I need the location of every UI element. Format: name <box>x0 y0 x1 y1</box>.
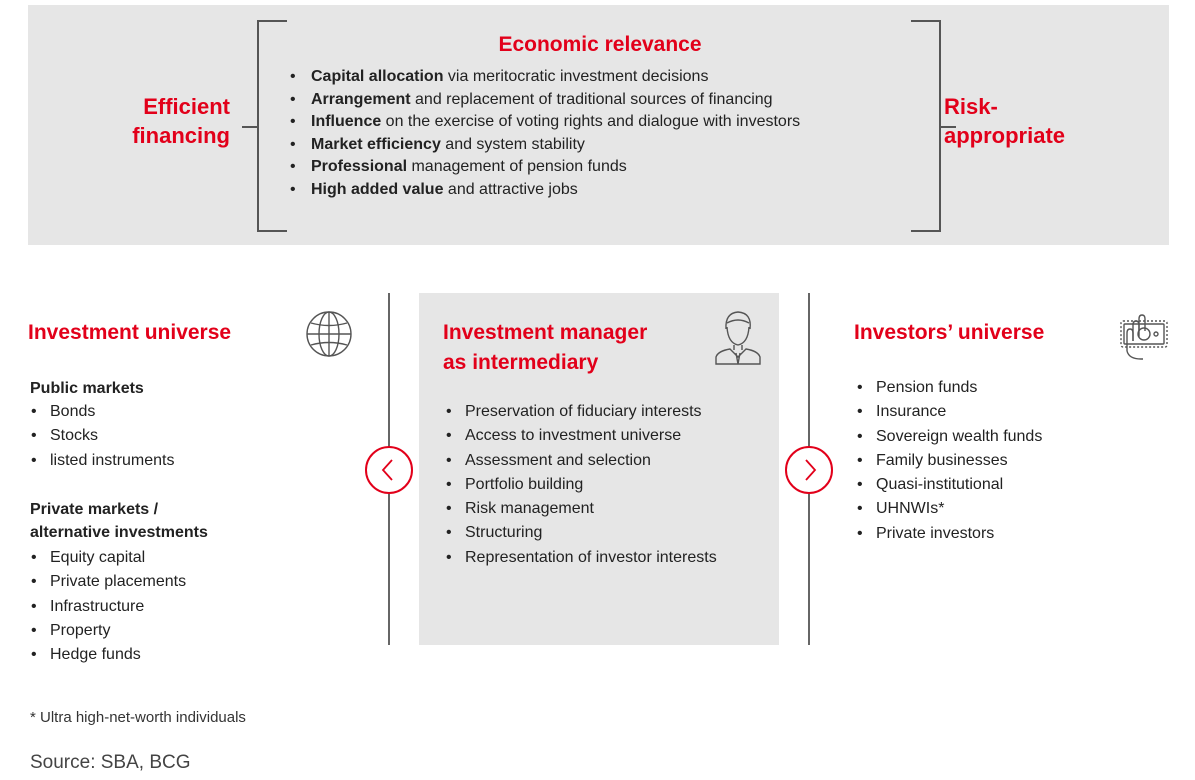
globe-icon <box>304 309 354 359</box>
right-bracket <box>911 20 941 232</box>
private-markets-heading-line-1: Private markets / <box>30 501 159 518</box>
list-item: Family businesses <box>854 449 1042 473</box>
list-item: Arrangement and replacement of tradition… <box>288 89 908 112</box>
list-item: Pension funds <box>854 376 1042 400</box>
list-item: Market efficiency and system stability <box>288 134 908 157</box>
list-item: Influence on the exercise of voting righ… <box>288 111 908 134</box>
list-item: Private investors <box>854 522 1042 546</box>
investment-manager-title-line-2: as intermediary <box>443 351 599 374</box>
investment-universe-title: Investment universe <box>28 321 232 344</box>
hand-money-icon <box>1117 311 1171 361</box>
economic-relevance-list: Capital allocation via meritocratic inve… <box>288 66 908 201</box>
list-item: listed instruments <box>28 449 175 473</box>
list-item: Hedge funds <box>28 643 186 667</box>
private-markets-heading-line-2: alternative investments <box>30 524 208 541</box>
list-item: Professional management of pension funds <box>288 156 908 179</box>
list-item: Access to investment universe <box>443 424 717 448</box>
efficient-financing-line-2: financing <box>132 123 230 148</box>
chevron-left-icon <box>365 446 413 494</box>
list-item: Private placements <box>28 570 186 594</box>
list-item: Preservation of fiduciary interests <box>443 400 717 424</box>
list-item: Infrastructure <box>28 595 186 619</box>
list-item: Structuring <box>443 521 717 545</box>
list-item: Capital allocation via meritocratic inve… <box>288 66 908 89</box>
efficient-financing-line-1: Efficient <box>143 94 230 119</box>
source-note: Source: SBA, BCG <box>30 752 191 773</box>
list-item: High added value and attractive jobs <box>288 179 908 202</box>
list-item: Portfolio building <box>443 473 717 497</box>
list-item: Risk management <box>443 497 717 521</box>
list-item: Equity capital <box>28 546 186 570</box>
private-markets-list: Equity capital Private placements Infras… <box>28 546 186 667</box>
chevron-right-icon <box>785 446 833 494</box>
investors-universe-title: Investors’ universe <box>854 321 1045 344</box>
public-markets-heading: Public markets <box>30 380 144 397</box>
left-bracket-tick <box>242 126 258 128</box>
list-item: Quasi-institutional <box>854 473 1042 497</box>
economic-relevance-title: Economic relevance <box>498 33 702 56</box>
investment-manager-title: Investment manager as intermediary <box>443 318 713 378</box>
right-bracket-tick <box>940 126 956 128</box>
left-bracket <box>257 20 287 232</box>
investors-list: Pension funds Insurance Sovereign wealth… <box>854 376 1042 546</box>
list-item: Representation of investor interests <box>443 546 717 570</box>
risk-appropriate-line-2: appropriate <box>944 123 1066 148</box>
list-item: Property <box>28 619 186 643</box>
businessman-icon <box>712 307 764 365</box>
manager-functions-list: Preservation of fiduciary interests Acce… <box>443 400 717 570</box>
list-item: Assessment and selection <box>443 449 717 473</box>
risk-appropriate-label: Risk- appropriate <box>944 92 1144 150</box>
risk-appropriate-line-1: Risk- <box>944 94 998 119</box>
list-item: Bonds <box>28 400 175 424</box>
list-item: UHNWIs* <box>854 497 1042 521</box>
efficient-financing-label: Efficient financing <box>82 92 230 150</box>
list-item: Sovereign wealth funds <box>854 425 1042 449</box>
list-item: Insurance <box>854 400 1042 424</box>
private-markets-heading: Private markets / alternative investment… <box>30 498 208 544</box>
investment-manager-title-line-1: Investment manager <box>443 321 648 344</box>
public-markets-list: Bonds Stocks listed instruments <box>28 400 175 473</box>
list-item: Stocks <box>28 424 175 448</box>
footnote: * Ultra high-net-worth individuals <box>30 709 246 726</box>
